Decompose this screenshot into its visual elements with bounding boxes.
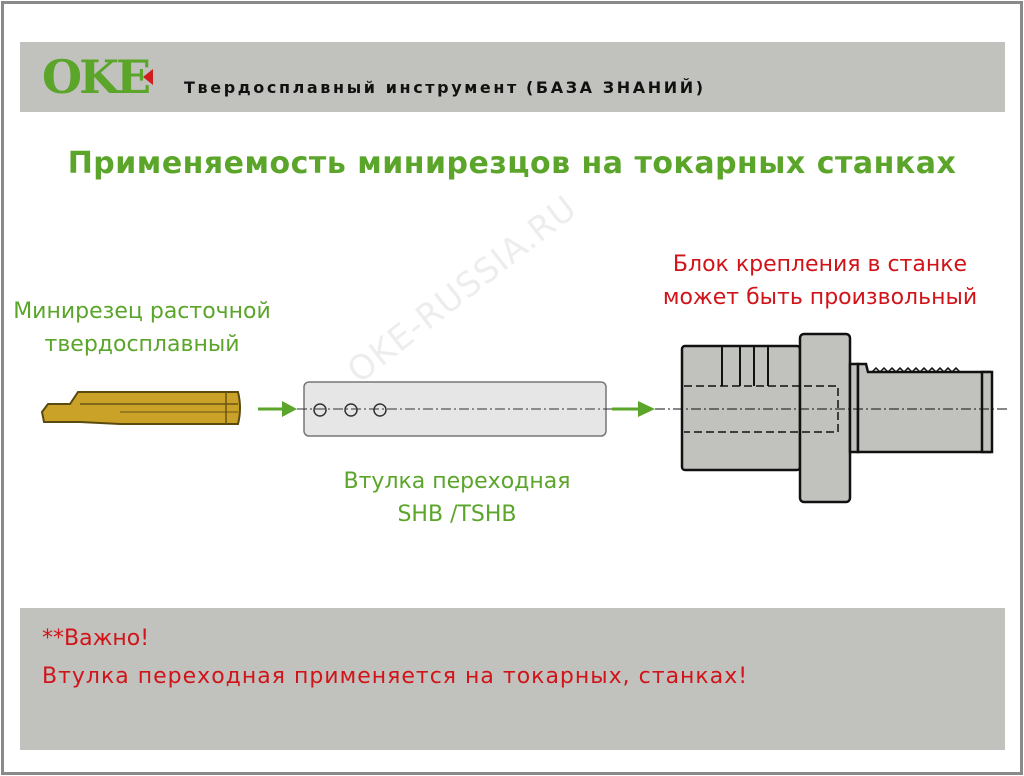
footer-note-band: **Важно! Втулка переходная применяется н… (20, 608, 1005, 750)
sleeve-label: Втулка переходная SHB /TSHB (318, 465, 596, 531)
header-band: OKE Твердосплавный инструмент (БАЗА ЗНАН… (20, 42, 1005, 112)
block-label: Блок крепления в станке может быть произ… (636, 248, 1004, 314)
cutter-label: Минирезец расточной твердосплавный (8, 295, 276, 361)
arrow-icon (612, 401, 655, 417)
block-label-line1: Блок крепления в станке (672, 252, 968, 277)
logo-arrow-icon (143, 69, 153, 85)
header-subtitle: (БАЗА ЗНАНИЙ) (526, 78, 706, 97)
logo: OKE (42, 50, 151, 104)
cutter-label-line1: Минирезец расточной (13, 299, 271, 324)
sleeve-label-line2: SHB /TSHB (397, 502, 517, 527)
mini-cutter-image (40, 391, 241, 425)
arrow-icon (258, 401, 297, 417)
sleeve-label-line1: Втулка переходная (343, 469, 571, 494)
holder-block-image (655, 332, 1010, 504)
adapter-sleeve-image (297, 381, 612, 437)
note-text: Втулка переходная применяется на токарны… (42, 664, 749, 689)
cutter-label-line2: твердосплавный (44, 332, 240, 357)
header-title: Твердосплавный инструмент (184, 78, 519, 97)
block-label-line2: может быть произвольный (662, 285, 978, 310)
note-title: **Важно! (42, 626, 150, 651)
page-title: Применяемость минирезцов на токарных ста… (67, 146, 957, 181)
